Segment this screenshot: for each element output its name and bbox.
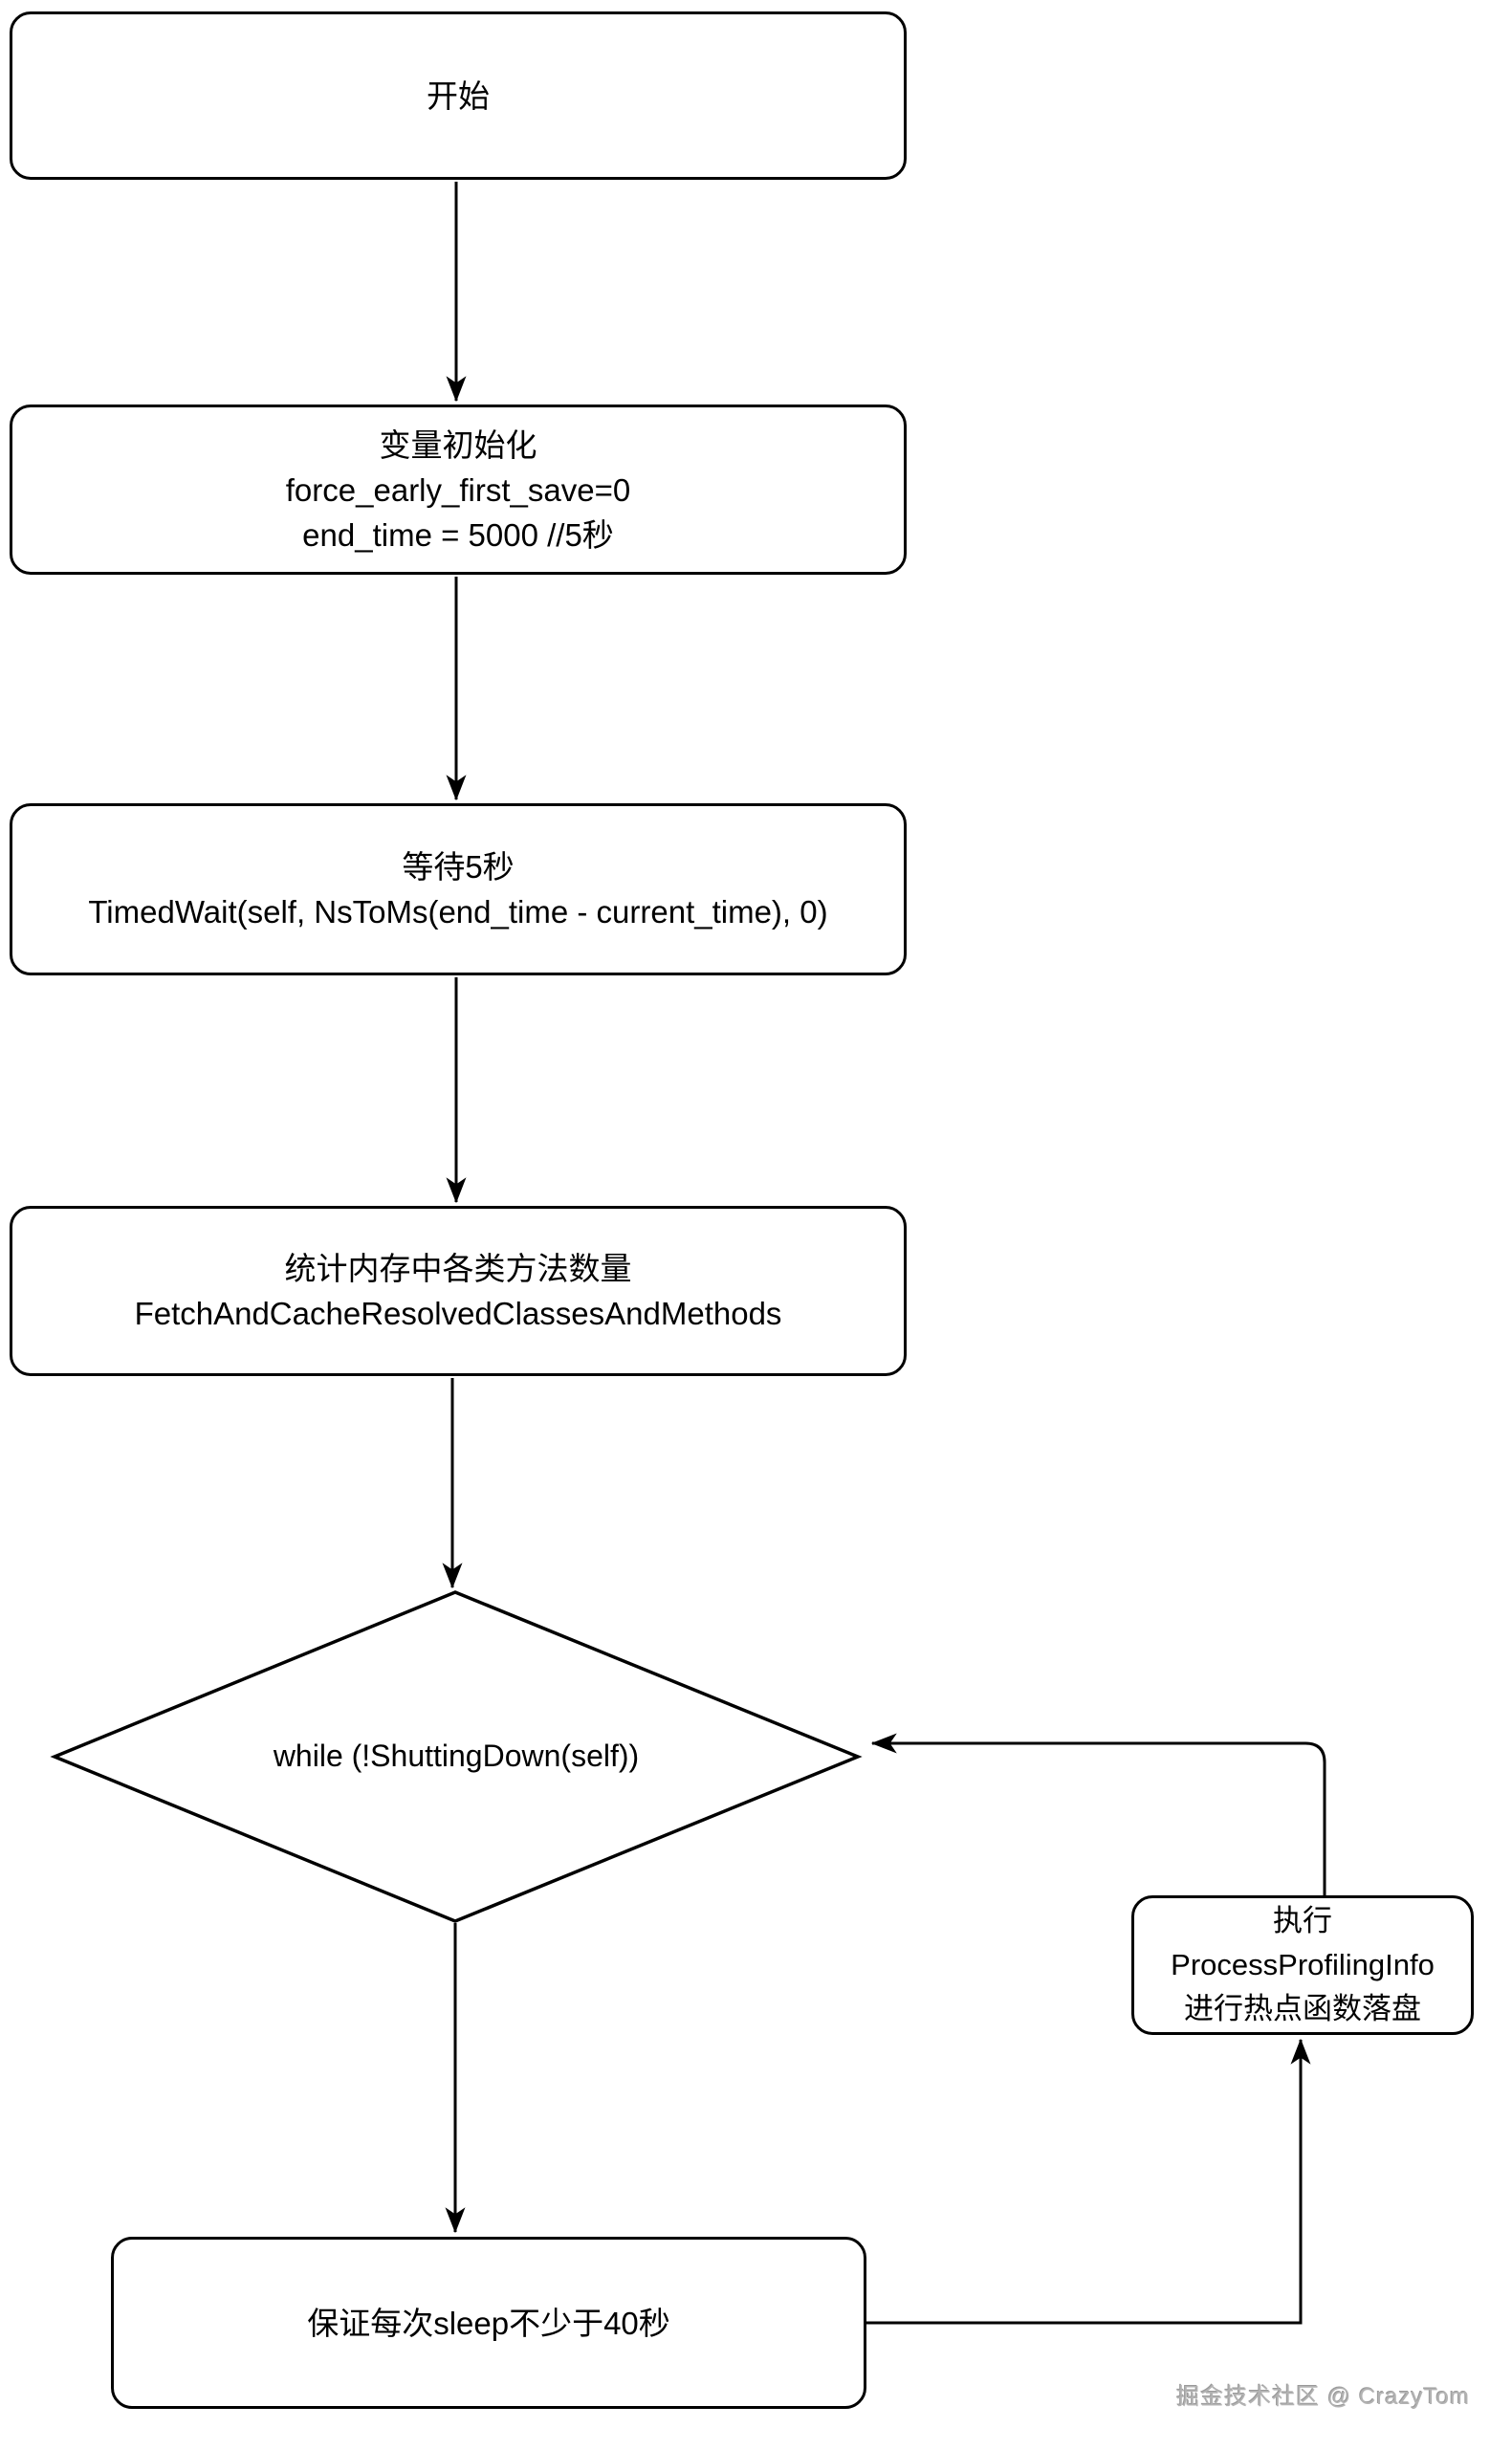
- node-start: 开始: [10, 11, 907, 180]
- node-fetch-and-cache-line: 统计内存中各类方法数量: [284, 1251, 632, 1286]
- arrow-sleep-to-process: [865, 2038, 1311, 2325]
- arrow-process-to-while: [870, 1733, 1326, 1897]
- node-timed-wait-line: 等待5秒: [402, 849, 515, 885]
- node-sleep-guarantee-label: 保证每次sleep不少于40秒: [307, 2305, 670, 2341]
- while-diamond-shape: [50, 1590, 863, 1923]
- node-process-profiling-info: 执行 ProcessProfilingInfo 进行热点函数落盘: [1131, 1895, 1474, 2035]
- while-condition-label: while (!ShuttingDown(self)): [273, 1739, 640, 1773]
- node-variable-init: 变量初始化 force_early_first_save=0 end_time …: [10, 405, 907, 575]
- node-variable-init-line: 变量初始化: [379, 427, 537, 463]
- node-variable-init-line: end_time = 5000 //5秒: [302, 516, 614, 553]
- node-start-label: 开始: [427, 77, 490, 114]
- node-timed-wait-line: TimedWait(self, NsToMs(end_time - curren…: [88, 894, 828, 930]
- node-fetch-and-cache-line: FetchAndCacheResolvedClassesAndMethods: [134, 1296, 782, 1331]
- node-timed-wait: 等待5秒 TimedWait(self, NsToMs(end_time - c…: [10, 803, 907, 975]
- node-process-profiling-info-line: 执行: [1273, 1904, 1332, 1937]
- node-process-profiling-info-line: ProcessProfilingInfo: [1171, 1948, 1435, 1981]
- node-sleep-guarantee: 保证每次sleep不少于40秒: [111, 2237, 866, 2409]
- node-variable-init-line: force_early_first_save=0: [285, 471, 631, 508]
- watermark-text: 掘金技术社区 @ CrazyTom: [1176, 2384, 1470, 2410]
- node-fetch-and-cache: 统计内存中各类方法数量 FetchAndCacheResolvedClasses…: [10, 1206, 907, 1376]
- node-process-profiling-info-line: 进行热点函数落盘: [1184, 1992, 1421, 2025]
